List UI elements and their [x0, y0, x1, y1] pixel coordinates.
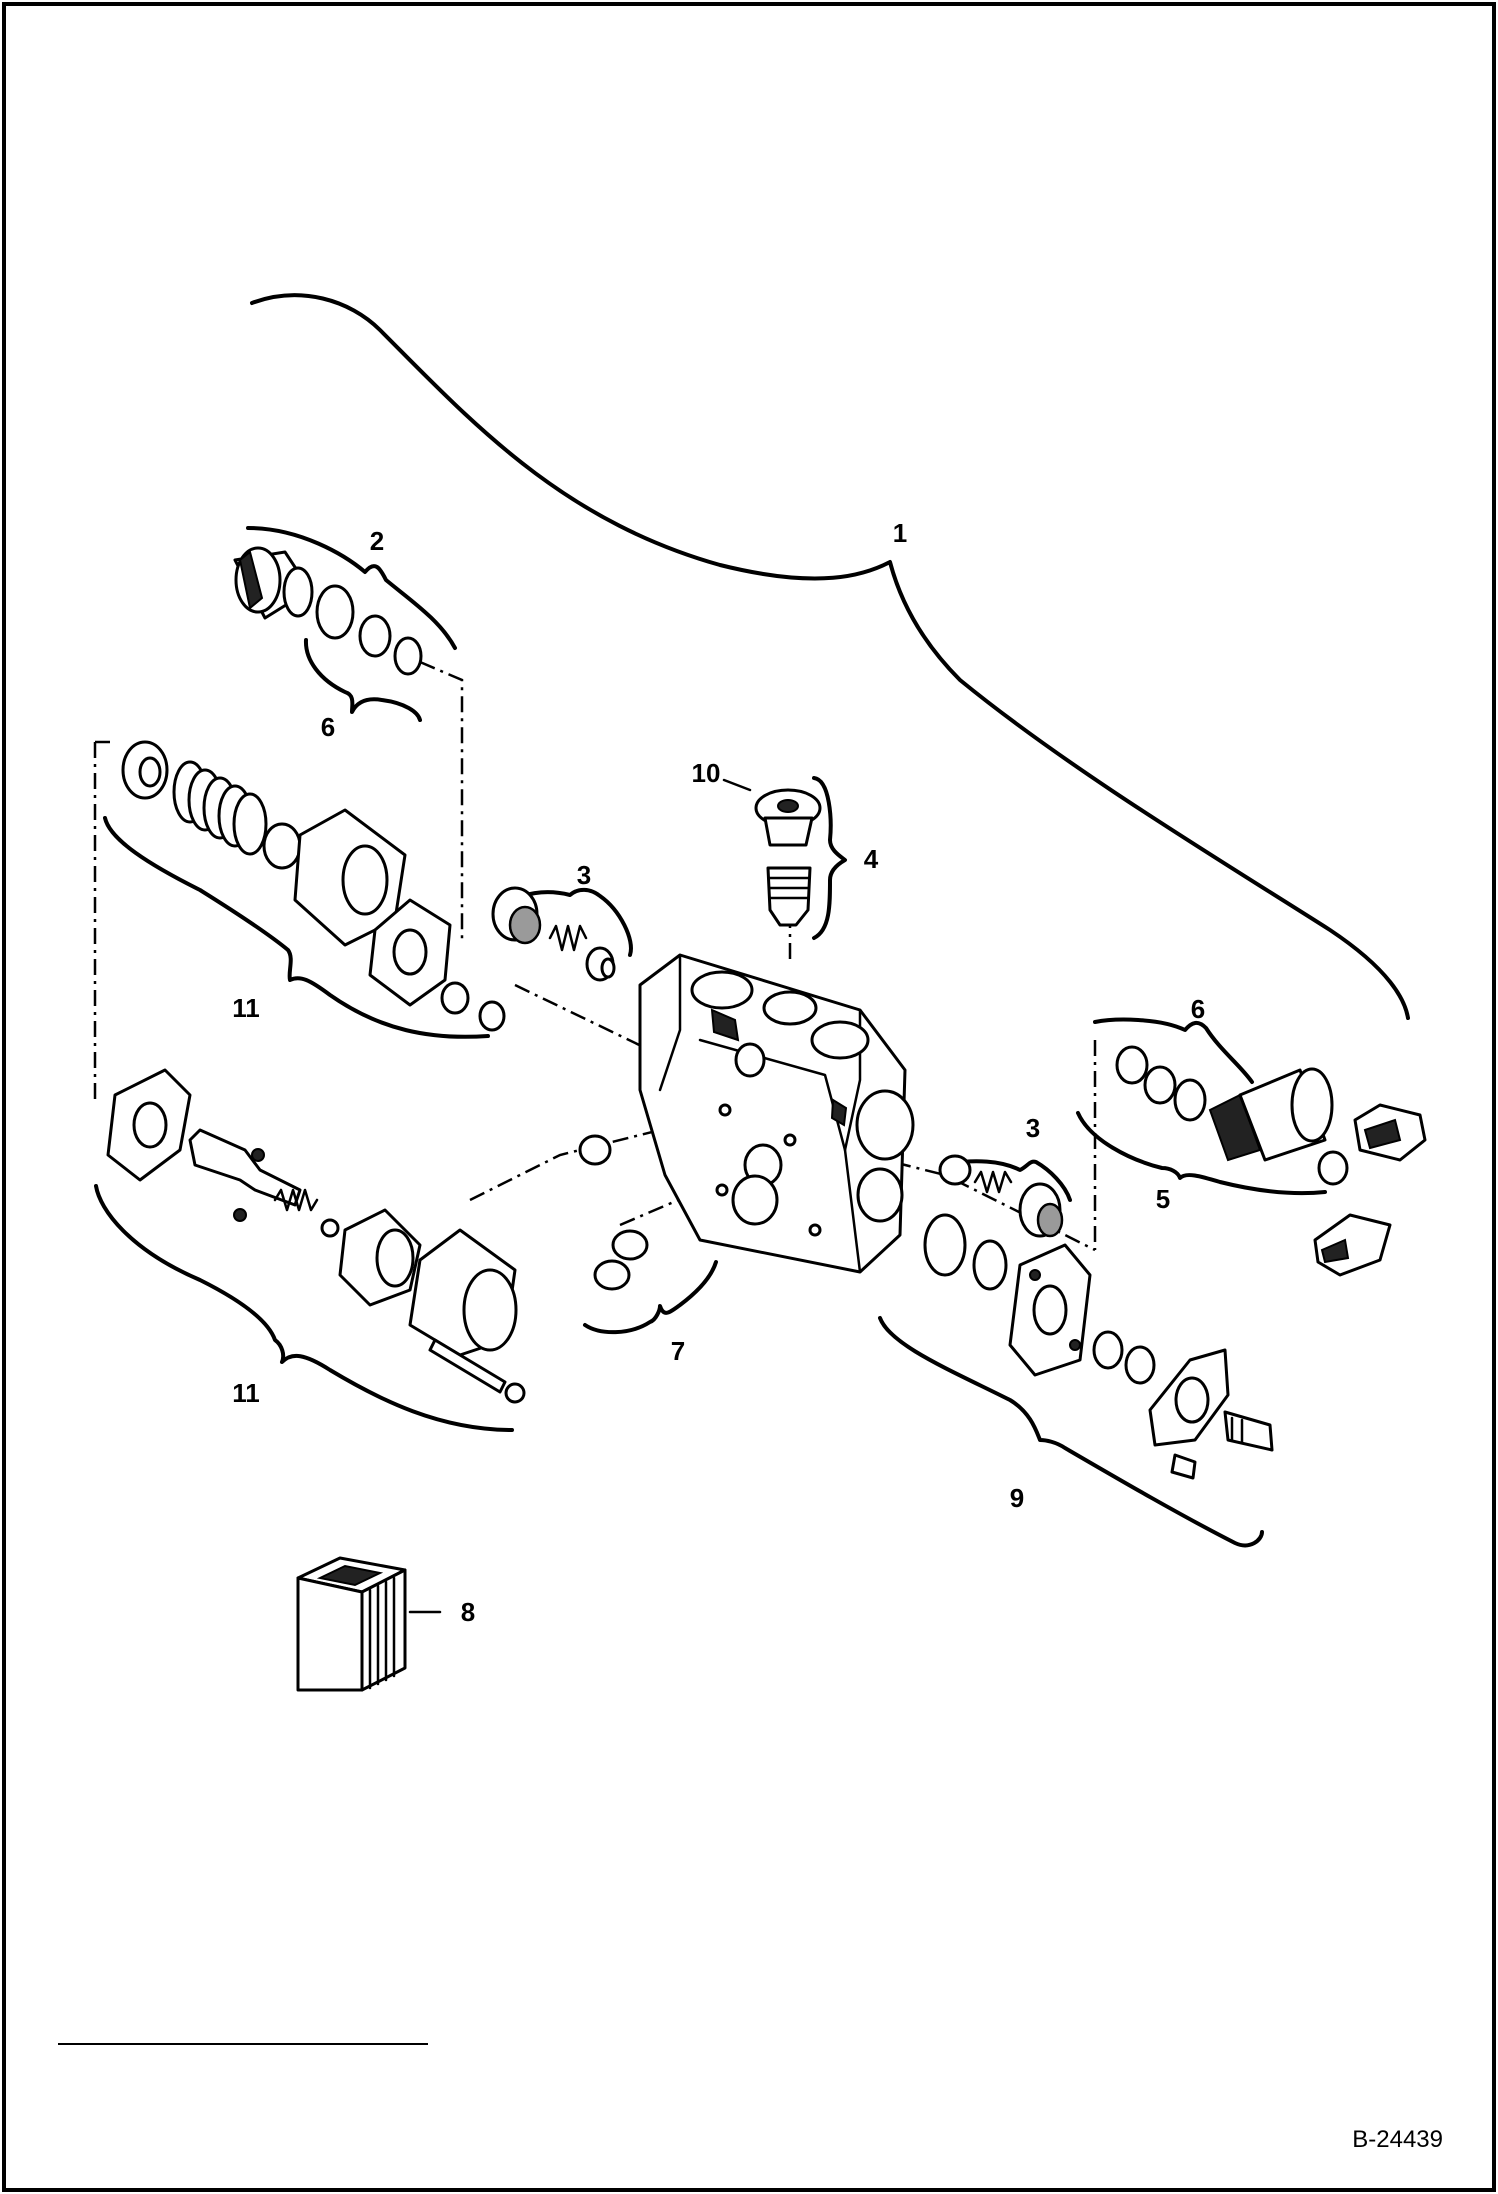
spring-housing [293, 808, 407, 947]
callout-5: 5 [1156, 1184, 1170, 1214]
callout-10: 10 [692, 758, 721, 788]
brace-4 [812, 776, 847, 940]
brace-3-upper [496, 887, 633, 957]
o-ring-2a [315, 584, 355, 640]
o-ring-6b [1143, 1065, 1177, 1105]
cartridge-body-4 [766, 866, 812, 927]
check-spring-right [973, 1170, 1013, 1194]
brace-6-right [1093, 1017, 1254, 1084]
check-poppet-upper [585, 946, 616, 982]
o-ring-7a [578, 1134, 612, 1166]
relief-cap-part [233, 546, 314, 620]
spool-spring-lower [273, 1188, 340, 1238]
spool-sleeve-lower [338, 1208, 422, 1307]
callout-3-right: 3 [1026, 1113, 1040, 1143]
spring-seat [262, 822, 302, 870]
check-spring-upper [548, 924, 588, 952]
o-ring-6a [1115, 1045, 1149, 1085]
check-plug-upper [491, 886, 542, 945]
cartridge-plug-10 [754, 788, 822, 847]
spring-part [172, 760, 268, 856]
brace-2 [246, 526, 457, 650]
o-ring-6c [1173, 1078, 1207, 1122]
callout-1: 1 [893, 518, 907, 548]
adjust-screw-9 [1223, 1410, 1274, 1452]
o-ring-9d [1124, 1345, 1156, 1385]
o-ring-9a [923, 1213, 967, 1277]
retaining-clip-lower [1313, 1213, 1392, 1277]
o-ring-7b [611, 1229, 649, 1261]
o-ring-11a [440, 981, 470, 1015]
leader-10 [722, 778, 752, 792]
callout-11-lower: 11 [232, 1378, 260, 1408]
o-ring-7c [593, 1259, 631, 1291]
spring-cap-part [121, 740, 169, 800]
relief-valve-cartridge [1208, 1067, 1349, 1186]
o-ring-9c [1092, 1330, 1124, 1370]
callout-6-right: 6 [1191, 994, 1205, 1024]
callout-7: 7 [671, 1336, 685, 1366]
brace-6-left [303, 638, 422, 722]
o-ring-9b [972, 1239, 1008, 1291]
callout-4: 4 [864, 844, 879, 874]
seal-kit-8 [296, 1556, 407, 1692]
centerline-top-left [419, 660, 464, 940]
brace-3-right [948, 1159, 1072, 1202]
valve-body [638, 953, 915, 1274]
figure-id: B-24439 [1352, 2126, 1443, 2153]
gasket-9 [1148, 1348, 1230, 1447]
check-plug-right [1018, 1182, 1064, 1238]
o-ring-11b [478, 1000, 506, 1032]
cover-plate-9 [1008, 1243, 1092, 1377]
retaining-clip-upper [1353, 1103, 1427, 1162]
callout-6-left: 6 [321, 712, 335, 742]
small-screw-9 [1170, 1453, 1197, 1480]
brace-5 [1076, 1111, 1327, 1196]
callout-11-upper: 11 [232, 993, 260, 1023]
cover-gasket-upper [368, 898, 452, 1007]
o-ring-2c [393, 636, 423, 676]
cover-gasket-lower [106, 1068, 192, 1182]
check-poppet-right [938, 1154, 972, 1186]
brace-9 [878, 1316, 1264, 1548]
brace-11-upper [103, 816, 490, 1039]
callout-2: 2 [370, 526, 384, 556]
brace-11-lower [94, 1184, 514, 1432]
brace-7 [583, 1260, 718, 1335]
mounting-bolt-lower [428, 1338, 526, 1404]
centerline-upper-axis [514, 983, 661, 1057]
spool-cap-lower [408, 1228, 518, 1357]
callout-9: 9 [1010, 1483, 1024, 1513]
spool-part [188, 1128, 302, 1222]
brace-1 [250, 293, 1410, 1020]
callout-3-upper: 3 [577, 860, 591, 890]
callout-8: 8 [461, 1597, 475, 1627]
o-ring-2b [358, 614, 392, 658]
